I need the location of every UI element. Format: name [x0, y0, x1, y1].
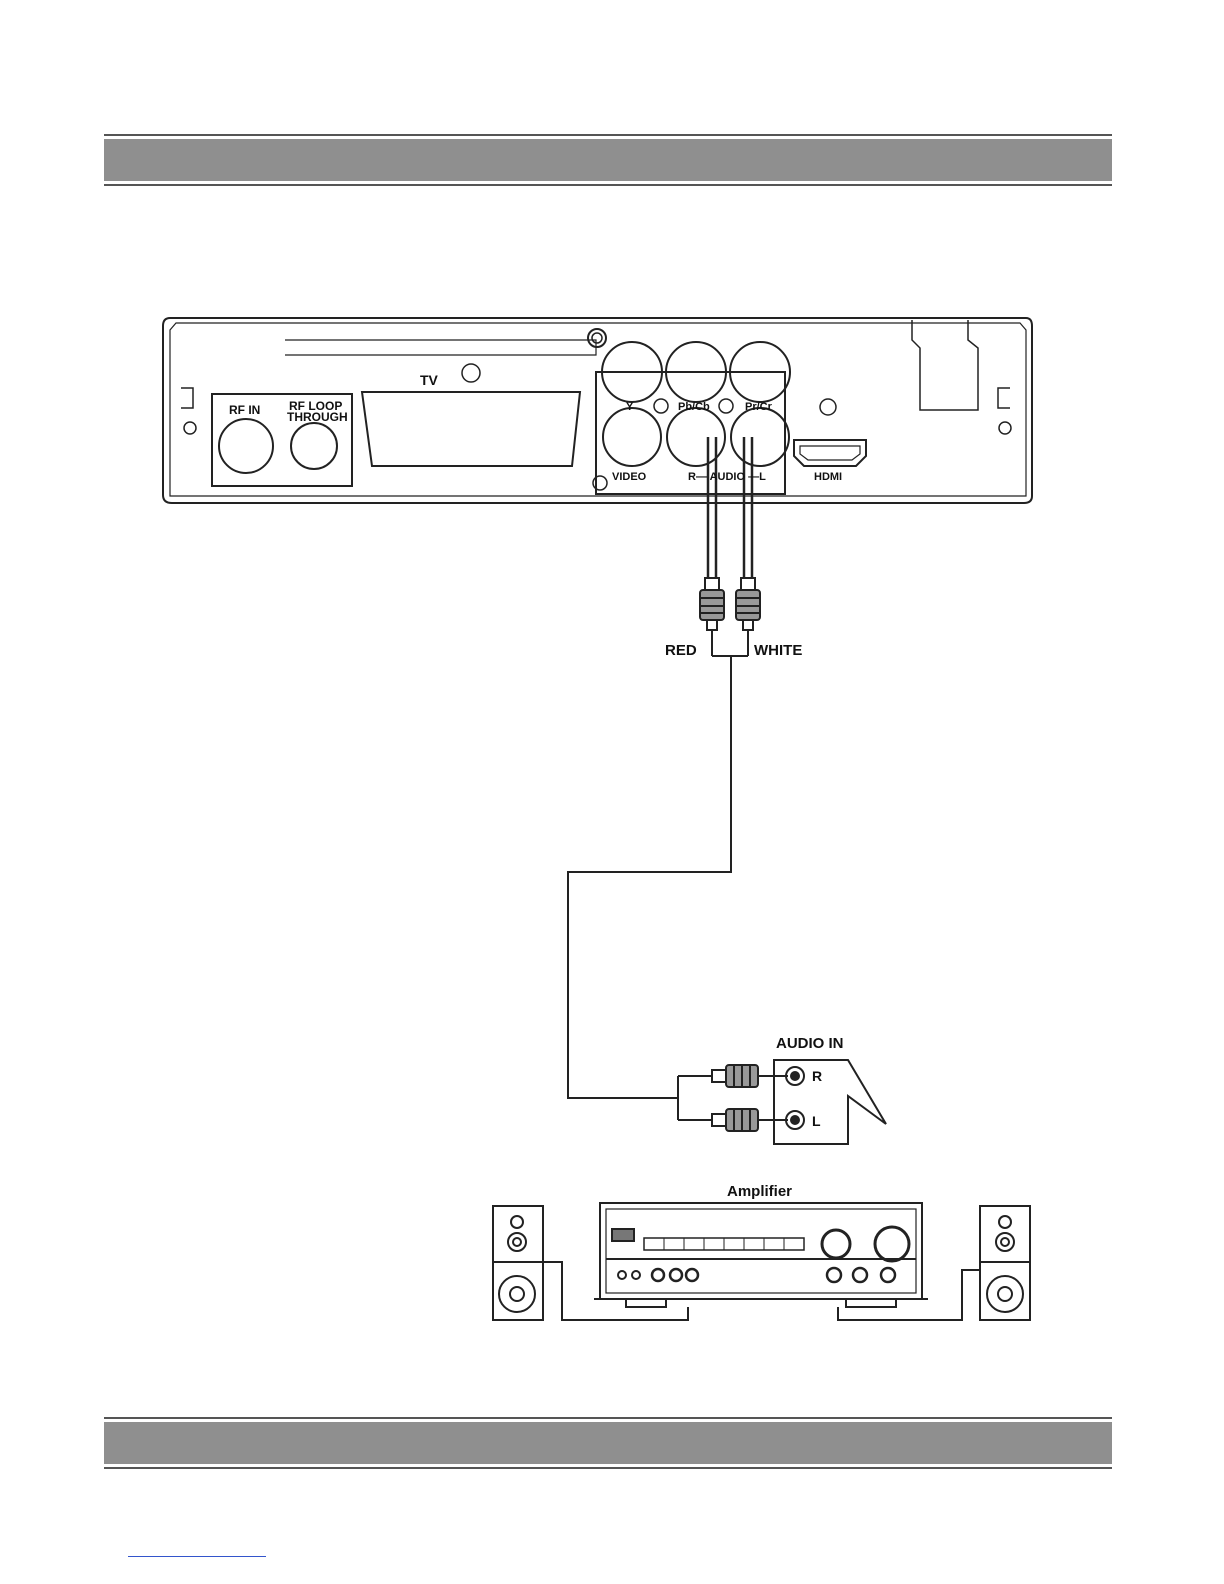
amplifier	[594, 1203, 928, 1307]
amp-plug-r	[712, 1065, 788, 1087]
pb-cb-label: Pb/Cb	[678, 401, 710, 413]
amp-plug-l	[712, 1109, 788, 1131]
audio-in-l-label: L	[812, 1113, 821, 1129]
rf-loop-label-line2: THROUGH	[287, 410, 348, 424]
footer-underline	[128, 1556, 266, 1557]
rf-loop-jack	[291, 423, 337, 469]
hdmi-label: HDMI	[814, 471, 842, 483]
pr-cr-label: Pr/Cr	[745, 401, 773, 413]
red-label: RED	[665, 642, 697, 659]
right-speaker	[980, 1206, 1030, 1320]
audio-cable	[568, 437, 788, 1131]
tv-label: TV	[420, 372, 439, 388]
video-jack	[603, 408, 661, 466]
hdmi-port	[794, 440, 866, 466]
audio-in-label: AUDIO IN	[776, 1035, 844, 1052]
white-label: WHITE	[754, 642, 802, 659]
right-speaker-wire	[838, 1270, 980, 1320]
y-label: Y	[626, 401, 634, 413]
audio-in-r-label: R	[812, 1068, 822, 1084]
amplifier-label: Amplifier	[727, 1183, 792, 1200]
left-speaker	[493, 1206, 543, 1320]
rf-in-jack	[219, 419, 273, 473]
video-label: VIDEO	[612, 471, 647, 483]
audio-label: R— AUDIO —L	[688, 471, 766, 483]
rf-in-label: RF IN	[229, 403, 260, 417]
audio-in-callout	[774, 1060, 886, 1144]
audio-l-jack	[731, 408, 789, 466]
tv-scart-port	[362, 392, 580, 466]
left-speaker-wire	[543, 1262, 688, 1320]
red-plug	[700, 578, 724, 656]
